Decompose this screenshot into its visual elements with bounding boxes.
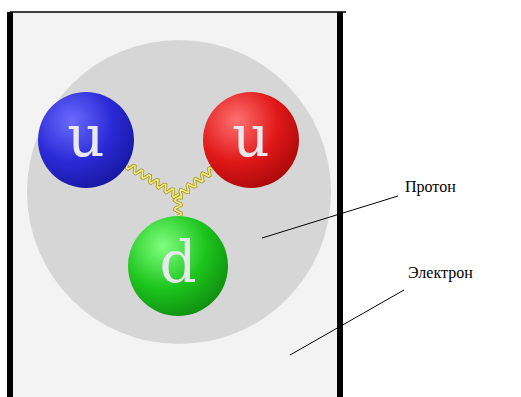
gluon-line <box>127 165 182 216</box>
quark-ball: u <box>203 92 299 188</box>
quark-ball: d <box>128 216 228 316</box>
gluon-line <box>175 168 213 216</box>
quark-letter: u <box>67 107 104 165</box>
part-label: Электрон <box>408 264 473 282</box>
leader-line <box>262 196 398 238</box>
container-wall <box>7 12 13 397</box>
container-interior <box>10 12 340 397</box>
part-label: Протон <box>405 178 456 196</box>
container-wall <box>337 12 343 397</box>
proton-body <box>27 40 331 344</box>
leader-line <box>290 290 404 355</box>
quark-letter: d <box>159 233 196 291</box>
quark-letter: u <box>232 107 269 165</box>
quark-ball: u <box>38 92 134 188</box>
container-top <box>10 11 346 13</box>
